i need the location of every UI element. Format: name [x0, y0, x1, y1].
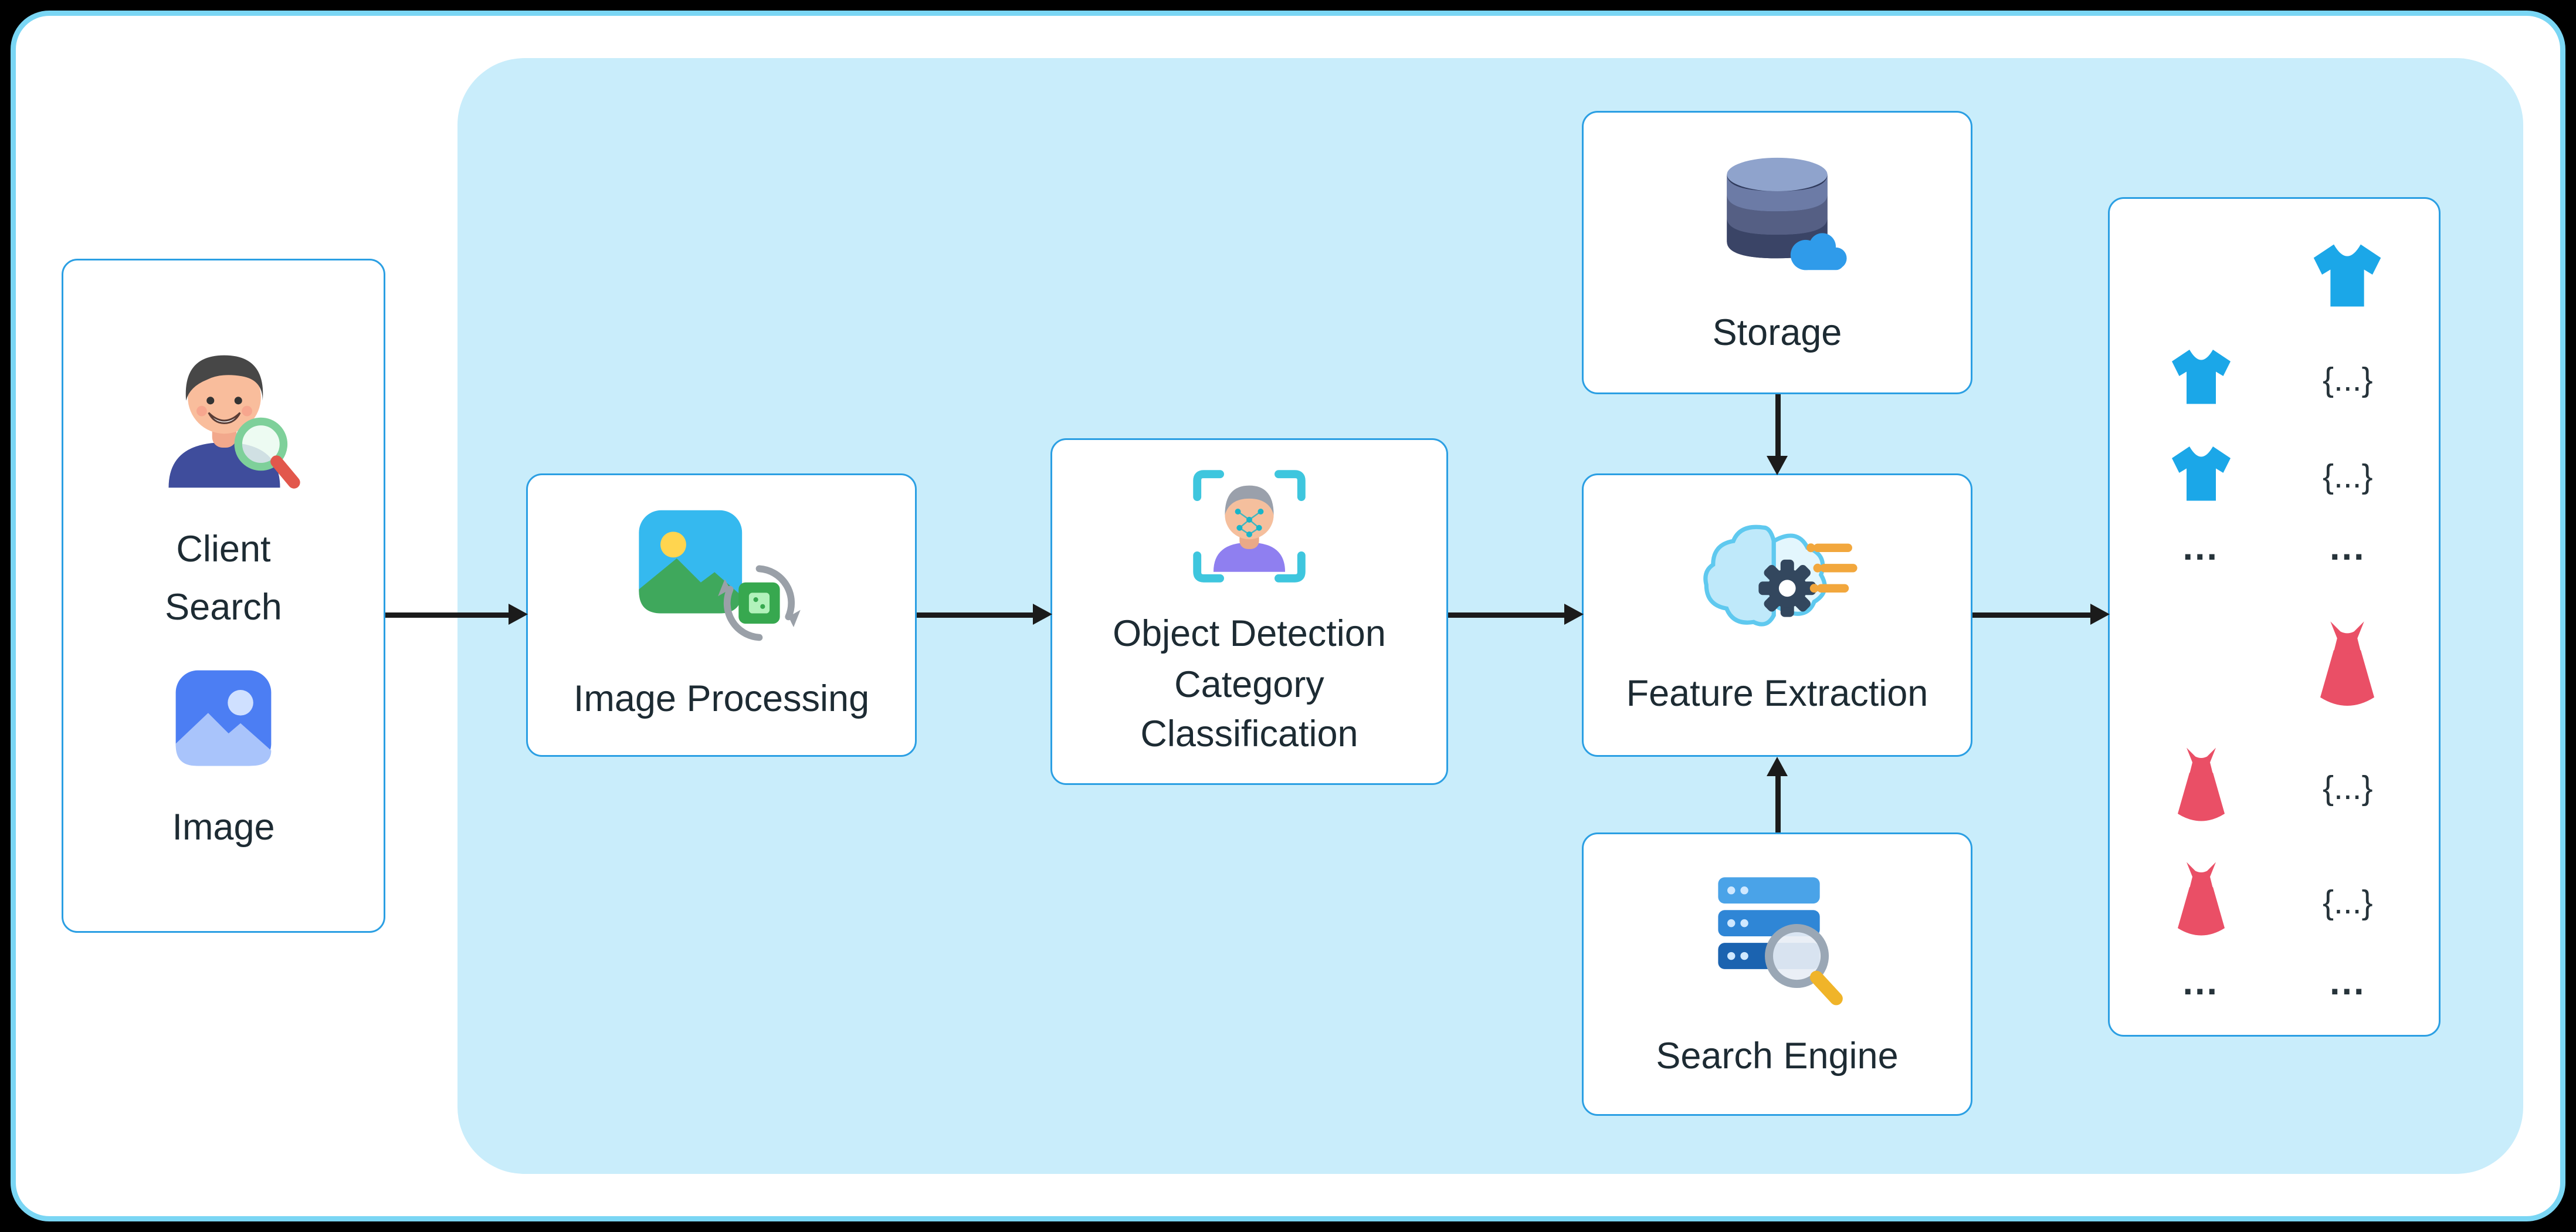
dress-query-icon — [2307, 617, 2388, 721]
tshirt-icon — [2165, 442, 2236, 516]
client-label-line1: Client — [176, 529, 271, 570]
arrow-extraction-to-results — [1972, 612, 2090, 617]
dress-icon — [2165, 744, 2236, 835]
dress-icon — [2165, 858, 2236, 950]
server-stack-magnifier-icon — [1701, 864, 1853, 1017]
object-detection-node: Object Detection Category Classification — [1050, 438, 1448, 785]
result-row: {...} — [2127, 345, 2421, 419]
result-metadata: {...} — [2322, 884, 2373, 922]
result-query-row-tshirt — [2127, 239, 2421, 322]
image-processing-label: Image Processing — [573, 679, 870, 720]
client-avatar-search-icon — [140, 334, 307, 510]
result-more-row: ... ... — [2127, 962, 2421, 1003]
brain-gear-signals-icon — [1696, 510, 1858, 654]
storage-node: Storage — [1582, 111, 1972, 394]
object-detection-line1: Object Detection — [1113, 613, 1386, 654]
result-metadata: {...} — [2322, 770, 2373, 807]
database-cylinder-cloud-icon — [1703, 144, 1851, 294]
more-results-ellipsis: ... — [2329, 527, 2366, 568]
tshirt-query-icon — [2307, 239, 2388, 322]
result-query-row-dress — [2127, 617, 2421, 721]
feature-extraction-node: Feature Extraction — [1582, 473, 1972, 757]
photo-with-chip-refresh-icon — [635, 503, 808, 660]
object-detection-label: Object Detection Category Classification — [1113, 610, 1386, 763]
result-metadata: {...} — [2322, 459, 2373, 496]
client-image-label: Image — [172, 807, 275, 848]
arrow-processing-to-detection — [917, 612, 1033, 617]
image-processing-node: Image Processing — [526, 473, 917, 757]
storage-label: Storage — [1712, 313, 1842, 354]
feature-extraction-label: Feature Extraction — [1626, 673, 1928, 714]
arrow-searchengine-to-extraction — [1775, 774, 1780, 832]
more-results-ellipsis: ... — [2182, 962, 2219, 1003]
arrow-storage-to-extraction — [1775, 394, 1780, 458]
arrow-client-to-processing — [385, 612, 509, 617]
result-metadata: {...} — [2322, 362, 2373, 400]
result-row: {...} — [2127, 442, 2421, 516]
tshirt-icon — [2165, 345, 2236, 419]
client-label-line2: Search — [165, 588, 282, 629]
more-results-ellipsis: ... — [2329, 962, 2366, 1003]
search-engine-label: Search Engine — [1656, 1037, 1899, 1078]
client-search-label: Client Search — [165, 520, 282, 639]
object-detection-line2: Category — [1174, 664, 1324, 705]
result-row: {...} — [2127, 858, 2421, 950]
object-detection-line3: Classification — [1140, 715, 1358, 756]
photo-image-icon — [169, 663, 278, 781]
arrow-detection-to-extraction — [1448, 612, 1564, 617]
result-more-row: ... ... — [2127, 527, 2421, 568]
more-results-ellipsis: ... — [2182, 527, 2219, 568]
result-row: {...} — [2127, 744, 2421, 835]
face-detection-viewfinder-icon — [1184, 461, 1314, 600]
search-engine-node: Search Engine — [1582, 832, 1972, 1116]
client-search-node: Client Search Image — [62, 259, 385, 933]
results-panel: {...} {...} ... ... — [2108, 197, 2441, 1037]
